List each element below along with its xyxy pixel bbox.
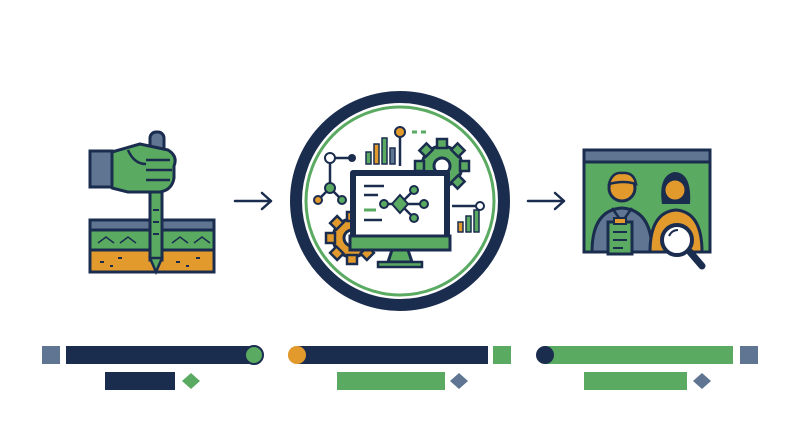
arrow-right-icon	[526, 191, 566, 211]
panel-3-progress-bar	[536, 346, 758, 364]
soil-sampling-icon	[88, 130, 216, 276]
panel-3-sub-bar	[584, 372, 711, 390]
panel-1-progress-bar	[42, 345, 264, 365]
data-analysis-monitor-icon	[290, 91, 510, 311]
panel-2-progress-bar	[288, 346, 511, 364]
expert-review-icon	[582, 148, 712, 270]
panel-1-sub-bar	[105, 372, 200, 390]
panel-2-sub-bar	[337, 372, 468, 390]
arrow-right-icon	[233, 191, 273, 211]
